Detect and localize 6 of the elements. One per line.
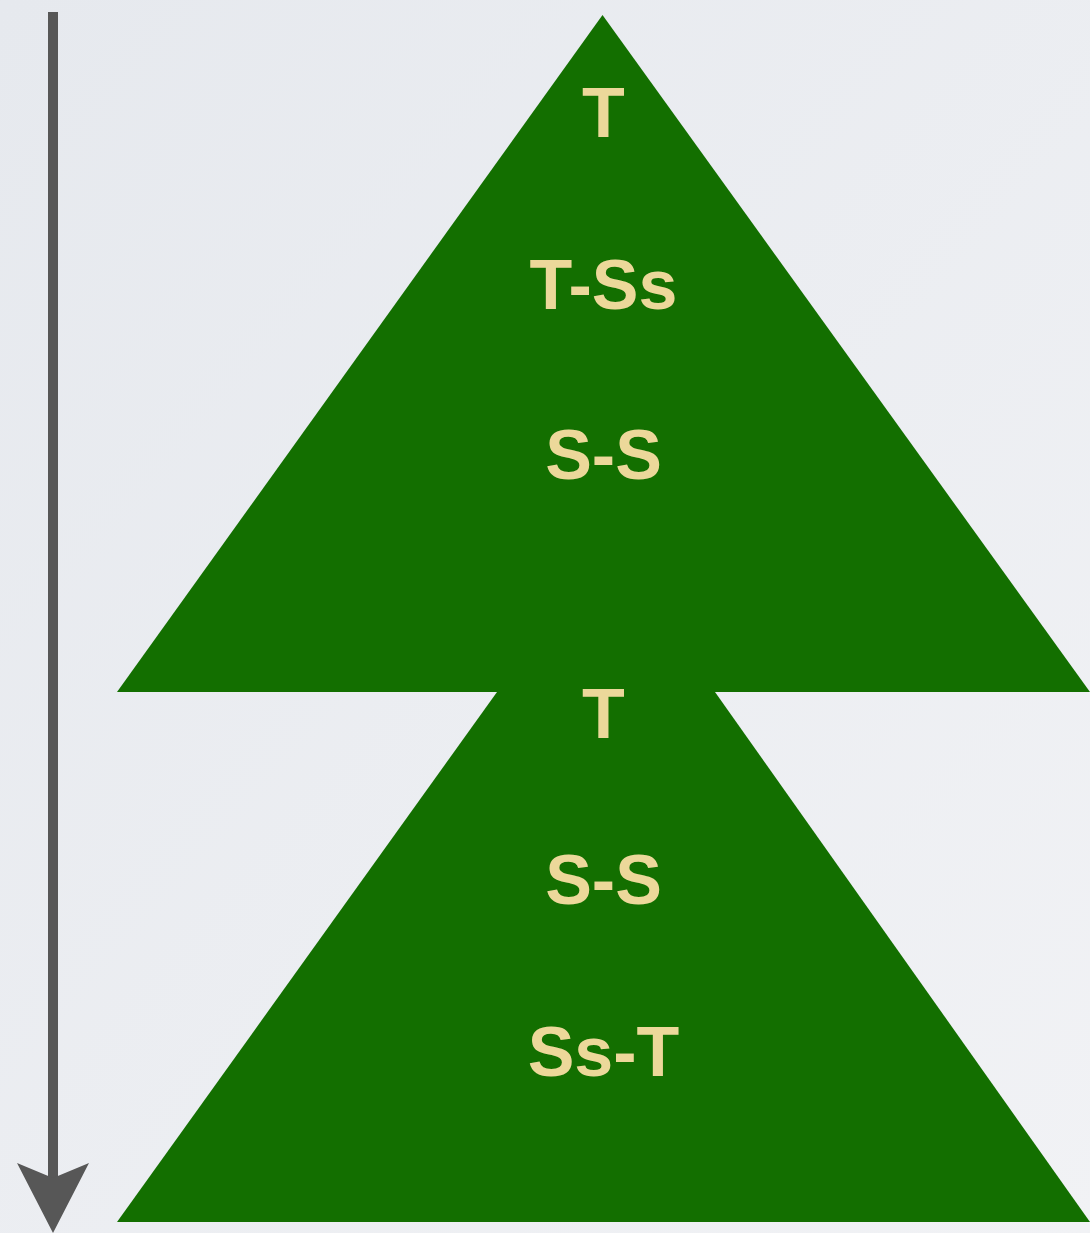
triangle-label: T: [582, 78, 625, 148]
triangle-label: S-S: [545, 420, 662, 490]
triangle-label: Ss-T: [527, 1017, 680, 1087]
triangle-label: T: [582, 679, 625, 749]
triangle-label: T-Ss: [529, 250, 678, 320]
triangle-label: S-S: [545, 845, 662, 915]
